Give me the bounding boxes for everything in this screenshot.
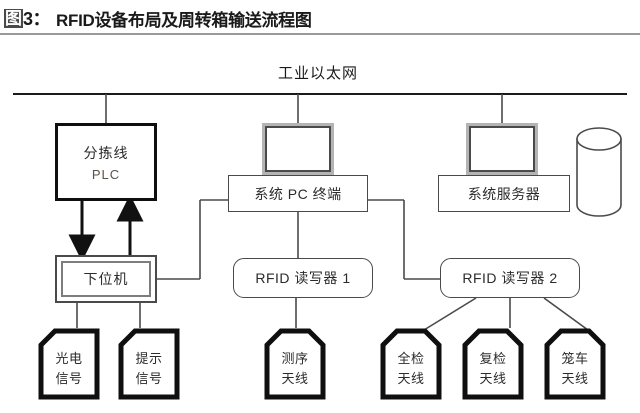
tag-line1: 提示 [135, 350, 163, 366]
node-system-server[interactable]: 系统服务器 [438, 175, 570, 212]
tag-line2: 信号 [135, 370, 163, 386]
pc-monitor-icon [262, 123, 334, 175]
tag-text: 全检 天线 [380, 328, 442, 400]
server-label: 系统服务器 [467, 185, 541, 202]
lower-computer-label: 下位机 [83, 271, 129, 287]
ethernet-bus-label: 工业以太网 [277, 65, 358, 82]
node-full-inspection-antenna[interactable]: 全检 天线 [380, 328, 442, 400]
tag-shape [544, 328, 606, 400]
tag-line1: 光电 [55, 350, 83, 366]
pc-monitor-screen [265, 126, 331, 172]
reader2-label: RFID 读写器 2 [462, 270, 558, 286]
connector-lines [13, 93, 627, 331]
lower-computer-inner-frame: 下位机 [61, 261, 151, 297]
tag-text: 提示 信号 [118, 328, 180, 400]
tag-line1: 复检 [479, 350, 507, 366]
node-photoelectric-signal[interactable]: 光电 信号 [38, 328, 100, 400]
tag-shape [118, 328, 180, 400]
tag-line2: 天线 [397, 370, 425, 386]
node-reinspection-antenna[interactable]: 复检 天线 [462, 328, 524, 400]
database-cylinder-icon [576, 127, 622, 217]
title-divider [0, 33, 640, 35]
tag-text: 笼车 天线 [544, 328, 606, 400]
tag-line1: 全检 [397, 350, 425, 366]
tag-text: 光电 信号 [38, 328, 100, 400]
tag-line1: 笼车 [561, 350, 589, 366]
tag-shape [38, 328, 100, 400]
node-sequencing-antenna[interactable]: 测序 天线 [264, 328, 326, 400]
tag-line2: 天线 [561, 370, 589, 386]
tag-text: 测序 天线 [264, 328, 326, 400]
plc-label-line2: PLC [91, 166, 121, 182]
node-lower-computer[interactable]: 下位机 [55, 255, 157, 303]
figure-title-bar: 图 3： RFID设备布局及周转箱输送流程图 [0, 0, 640, 36]
figure-badge-icon: 图 [4, 8, 23, 28]
node-rfid-reader-2[interactable]: RFID 读写器 2 [440, 258, 580, 298]
diagram-canvas: 工业以太网 分拣线 PLC 下位机 系统 PC 终端 系统服务器 RFID 读写… [0, 40, 640, 413]
node-system-pc-terminal[interactable]: 系统 PC 终端 [228, 175, 368, 212]
tag-shape [264, 328, 326, 400]
server-monitor-icon [466, 123, 538, 175]
reader1-label: RFID 读写器 1 [255, 270, 351, 286]
tag-line2: 信号 [55, 370, 83, 386]
plc-label-line1: 分拣线 [83, 144, 129, 161]
node-rfid-reader-1[interactable]: RFID 读写器 1 [233, 258, 373, 298]
figure-number: 3： [23, 9, 51, 29]
tag-shape [380, 328, 442, 400]
server-monitor-screen [469, 126, 535, 172]
pc-terminal-label: 系统 PC 终端 [254, 185, 342, 202]
tag-text: 复检 天线 [462, 328, 524, 400]
tag-line2: 天线 [479, 370, 507, 386]
tag-line2: 天线 [281, 370, 309, 386]
tag-line1: 测序 [281, 350, 309, 366]
node-sorting-line-plc[interactable]: 分拣线 PLC [55, 123, 157, 201]
node-cage-cart-antenna[interactable]: 笼车 天线 [544, 328, 606, 400]
node-prompt-signal[interactable]: 提示 信号 [118, 328, 180, 400]
page-title: RFID设备布局及周转箱输送流程图 [56, 10, 312, 30]
tag-shape [462, 328, 524, 400]
